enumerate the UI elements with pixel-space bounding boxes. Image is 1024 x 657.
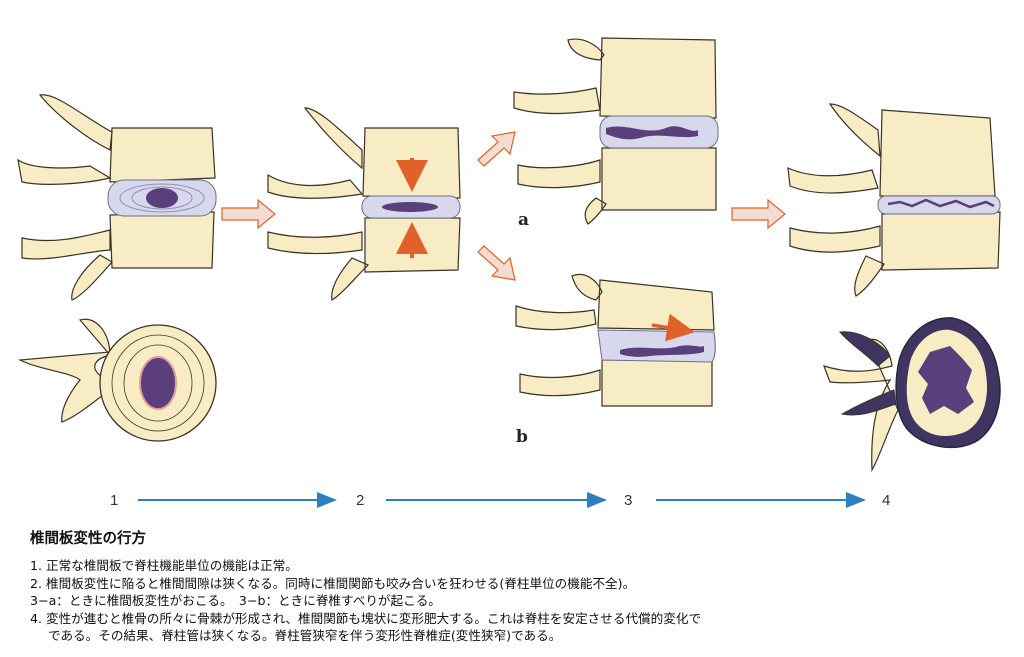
flow-arrow-2-3a	[477, 131, 516, 167]
slip-arrow	[651, 313, 695, 342]
caption-item-1: 1. 正常な椎間板で脊柱機能単位の機能は正常。	[30, 558, 298, 573]
vertebra-pair-normal	[17, 94, 217, 301]
vertebra-pair-3b	[515, 273, 716, 407]
vertebra-top-view-spondylosis	[823, 317, 1001, 473]
vertebra-pair-3a	[513, 37, 719, 225]
stage-label-4: 4	[882, 492, 890, 509]
flow-arrow-2-3b	[477, 245, 516, 281]
caption-item-4-continued: である。その結果、脊柱管は狭くなる。脊柱管狭窄を伴う変形性脊椎症(変性狭窄)であ…	[48, 628, 562, 643]
flow-arrow-3-4	[731, 198, 786, 230]
vertebra-pair-narrowed	[267, 107, 461, 301]
vertebra-pair-spondylosis	[787, 103, 1001, 297]
flow-arrow-1-2	[221, 198, 276, 230]
label-a: a	[518, 210, 529, 230]
caption-item-3a3b: 3−a：ときに椎間板変性がおこる。 3−b：ときに脊椎すべりが起こる。	[30, 593, 441, 608]
stage-label-3: 3	[624, 492, 632, 509]
caption-title: 椎間板変性の行方	[30, 531, 146, 547]
caption-item-2: 2. 椎間板変性に陥ると椎間間隙は狭くなる。同時に椎間関節も咬み合いを狂わせる(…	[30, 575, 636, 591]
caption-item-4: 4. 変性が進むと椎骨の所々に骨棘が形成され、椎間関節も塊状に変形肥大する。これ…	[30, 610, 702, 626]
stage-label-2: 2	[356, 492, 364, 509]
stage-label-1: 1	[110, 492, 118, 509]
label-b: b	[516, 427, 528, 447]
caption: 椎間板変性の行方 1. 正常な椎間板で脊柱機能単位の機能は正常。 2. 椎間板変…	[30, 527, 1010, 645]
nucleus-normal	[146, 188, 178, 208]
vertebra-top-view-normal	[17, 318, 217, 442]
progression-timeline: 1 2 3 4	[110, 492, 890, 509]
